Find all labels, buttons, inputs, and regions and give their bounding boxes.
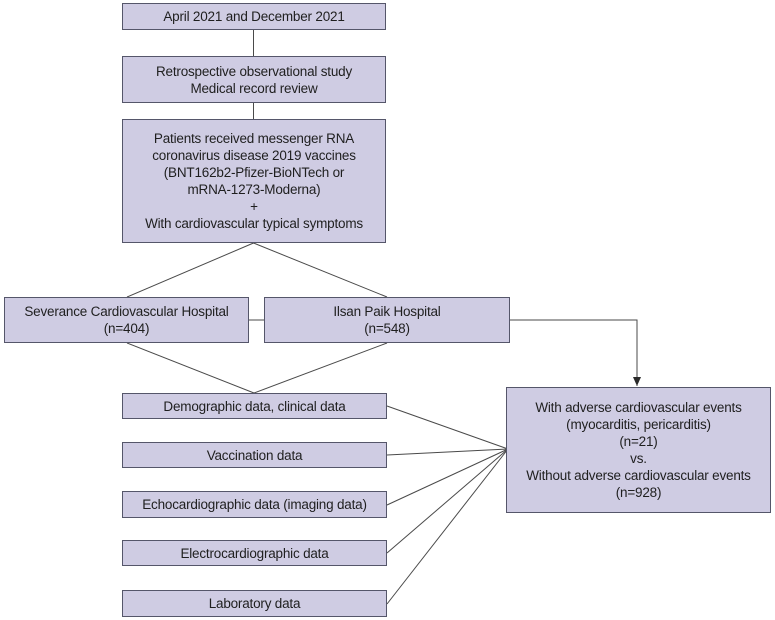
connector-ecg-to-outcome	[386, 448, 509, 554]
inclusion-plus-sign: +	[250, 199, 258, 214]
study-design-line: Medical record review	[190, 80, 318, 96]
connector-ilsan-to-outcome	[510, 319, 641, 386]
outcome-line: vs.	[630, 451, 647, 466]
outcome-line: Without adverse cardiovascular events	[526, 468, 751, 483]
data-category-label: Electrocardiographic data	[180, 545, 329, 561]
study-period-box: April 2021 and December 2021	[122, 3, 386, 30]
connector-inclusion-to-ilsan	[253, 242, 388, 298]
inclusion-line: Patients received messenger RNA	[153, 131, 355, 146]
study-design-box: Retrospective observational study Medica…	[122, 56, 386, 103]
outcome-line: (n=928)	[615, 485, 662, 500]
data-box-demographic: Demographic data, clinical data	[122, 393, 387, 419]
hospital-name: Severance Cardiovascular Hospital	[24, 304, 229, 319]
outcome-line: (n=21)	[619, 434, 658, 449]
connector-severance-to-data	[126, 342, 255, 394]
hospital-box-severance: Severance Cardiovascular Hospital (n=404…	[4, 297, 249, 343]
inclusion-criteria-box: Patients received messenger RNA coronavi…	[122, 119, 386, 243]
hospital-box-ilsan-paik: Ilsan Paik Hospital (n=548)	[264, 297, 510, 343]
hospital-count: (n=548)	[364, 321, 410, 336]
data-box-electrocardiographic: Electrocardiographic data	[122, 540, 387, 566]
outcome-box: With adverse cardiovascular events (myoc…	[506, 387, 771, 513]
hospital-name: Ilsan Paik Hospital	[333, 304, 441, 319]
outcome-line: With adverse cardiovascular events	[535, 400, 742, 415]
study-design-line: Retrospective observational study	[155, 63, 352, 79]
connector-echo-to-outcome	[386, 448, 509, 506]
connector-demographic-to-outcome	[386, 405, 509, 450]
connector-inclusion-to-severance	[126, 242, 254, 298]
data-category-label: Laboratory data	[208, 596, 301, 611]
connector-vaccination-to-outcome	[386, 448, 509, 456]
data-box-vaccination: Vaccination data	[122, 442, 387, 468]
inclusion-line: With cardiovascular typical symptoms	[145, 216, 363, 231]
data-box-laboratory: Laboratory data	[122, 590, 387, 617]
data-box-echocardiographic: Echocardiographic data (imaging data)	[122, 491, 387, 518]
data-category-label: Echocardiographic data (imaging data)	[142, 497, 367, 512]
study-period-text: April 2021 and December 2021	[163, 9, 345, 24]
outcome-line: (myocarditis, pericarditis)	[566, 417, 711, 432]
inclusion-line: (BNT162b2-Pfizer-BioNTech or	[163, 165, 345, 180]
hospital-count: (n=404)	[103, 321, 150, 336]
inclusion-line: mRNA-1273-Moderna)	[187, 182, 321, 197]
connector-ilsan-to-data	[253, 342, 388, 394]
inclusion-line: coronavirus disease 2019 vaccines	[152, 148, 356, 163]
connector-laboratory-to-outcome	[386, 448, 509, 605]
data-category-label: Demographic data, clinical data	[163, 398, 346, 414]
data-category-label: Vaccination data	[206, 447, 303, 463]
